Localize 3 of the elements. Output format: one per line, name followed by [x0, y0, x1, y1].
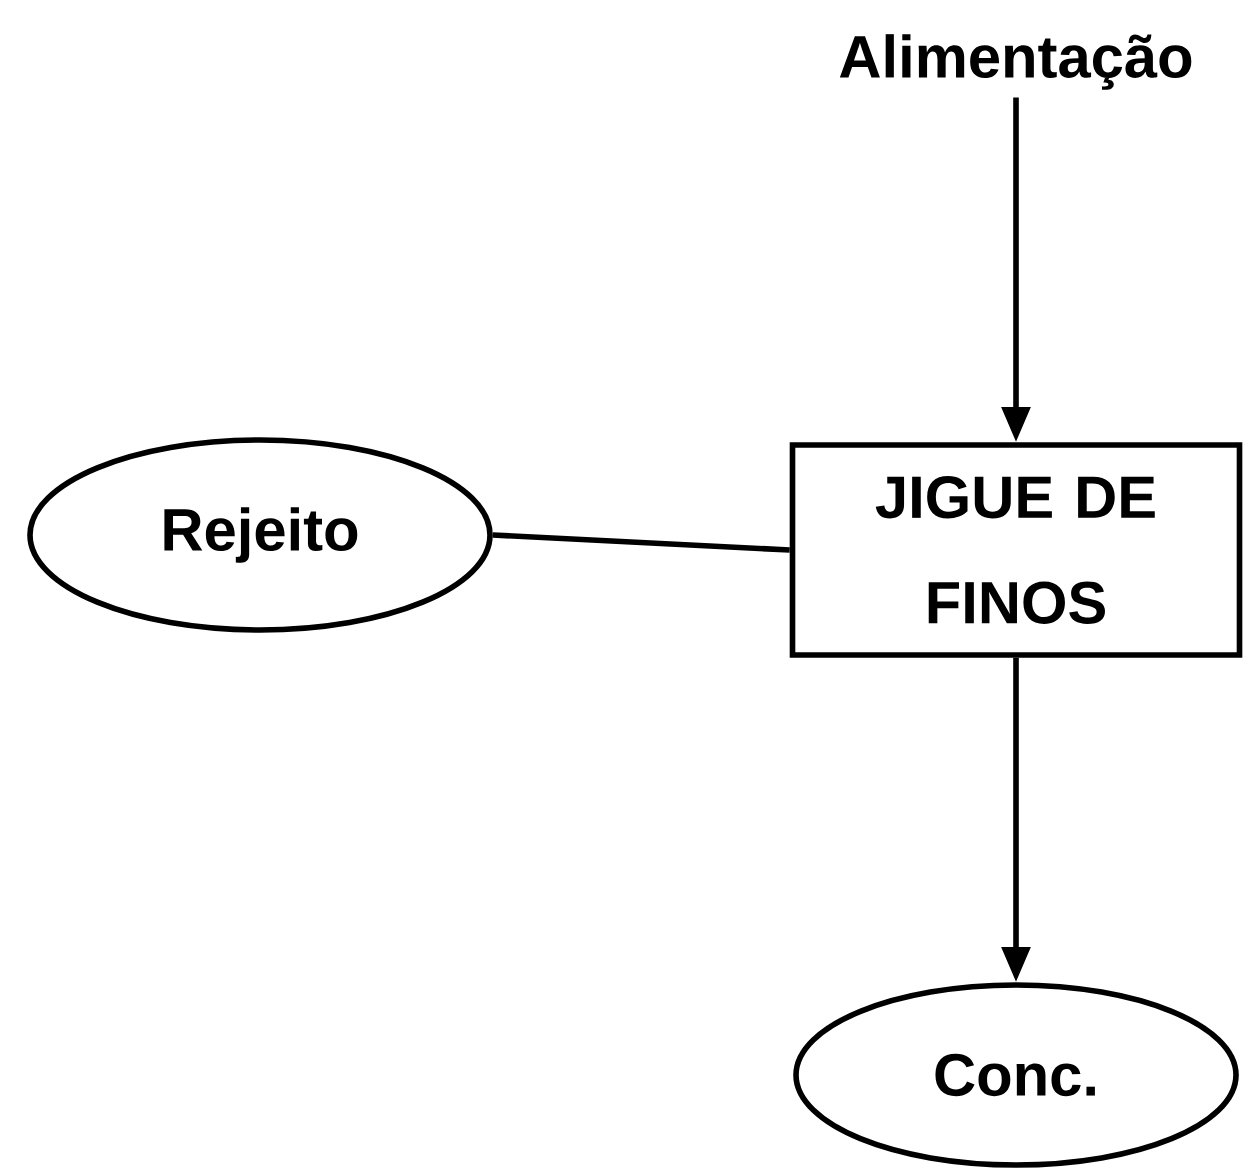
process-box: JIGUE DE FINOS — [789, 442, 1243, 658]
feed-label: Alimentação — [839, 34, 1192, 90]
connector-line — [492, 532, 790, 553]
